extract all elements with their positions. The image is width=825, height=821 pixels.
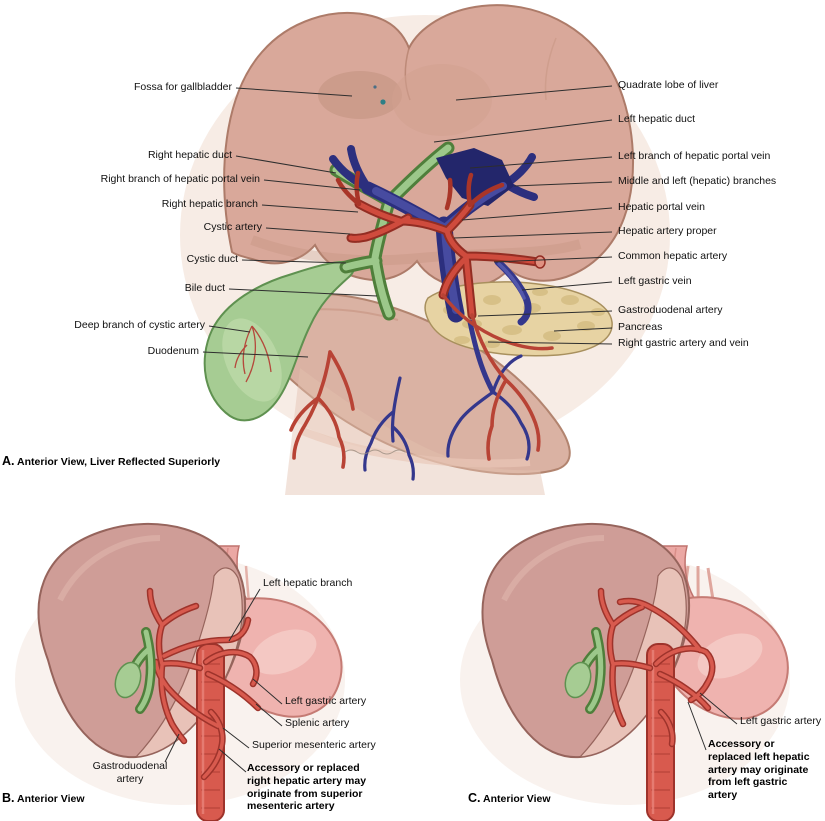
label-bile-duct: Bile duct: [184, 282, 225, 294]
label-gastroduodenal-artery-b: Gastroduodenal artery: [92, 760, 168, 785]
note-accessory-left-hepatic: Accessory or replaced left hepatic arter…: [708, 738, 810, 802]
hepatic-arteries-art: [289, 170, 554, 469]
label-left-hepatic-duct: Left hepatic duct: [618, 113, 696, 125]
panel-c-art: [460, 522, 790, 821]
caption-c-letter: C.: [468, 791, 481, 805]
caption-b: B. Anterior View: [2, 791, 85, 805]
artist-signature: [344, 449, 406, 455]
left-gastric-vein-art: [494, 258, 532, 326]
label-right-gastric-artery-and-vein: Right gastric artery and vein: [618, 337, 749, 349]
label-left-gastric-artery-c: Left gastric artery: [740, 715, 822, 727]
quadrate-lobe-region: [392, 64, 492, 136]
label-cystic-artery: Cystic artery: [203, 221, 262, 233]
label-hepatic-portal-vein: Hepatic portal vein: [618, 201, 705, 213]
caption-a-text: Anterior View, Liver Reflected Superiorl…: [17, 456, 221, 468]
label-pancreas: Pancreas: [618, 321, 663, 333]
label-left-branch-hepatic-portal-vein: Left branch of hepatic portal vein: [618, 150, 771, 162]
bile-ducts-b: [114, 632, 151, 709]
label-deep-branch-of-cystic-artery: Deep branch of cystic artery: [74, 319, 205, 331]
caption-a: A. Anterior View, Liver Reflected Superi…: [2, 454, 220, 468]
label-middle-and-left-hepatic-branches: Middle and left (hepatic) branches: [618, 175, 777, 187]
gallbladder-art: [203, 260, 355, 422]
liver-b: [37, 522, 246, 759]
right-gastric-vein-art: [363, 319, 531, 481]
caption-b-letter: B.: [2, 791, 15, 805]
bile-ducts-c: [564, 632, 601, 709]
label-hepatic-artery-proper: Hepatic artery proper: [618, 225, 717, 237]
label-superior-mesenteric-artery: Superior mesenteric artery: [252, 739, 376, 751]
leader-lines: [164, 85, 738, 773]
liver-reflected: [223, 4, 635, 289]
caption-a-letter: A.: [2, 454, 15, 468]
caption-b-text: Anterior View: [17, 793, 85, 805]
label-left-hepatic-branch: Left hepatic branch: [263, 577, 353, 589]
label-left-gastric-artery-b: Left gastric artery: [285, 695, 367, 707]
label-quadrate-lobe-of-liver: Quadrate lobe of liver: [618, 79, 719, 91]
caption-c-text: Anterior View: [483, 793, 551, 805]
fossa-for-gallbladder-region: [318, 71, 402, 119]
label-fossa-for-gallbladder: Fossa for gallbladder: [133, 81, 232, 93]
panel-a-art: [180, 4, 670, 495]
label-duodenum: Duodenum: [147, 345, 199, 357]
caption-c: C. Anterior View: [468, 791, 551, 805]
label-right-branch-hepatic-portal-vein: Right branch of hepatic portal vein: [100, 173, 260, 185]
label-right-hepatic-branch: Right hepatic branch: [161, 198, 258, 210]
label-common-hepatic-artery: Common hepatic artery: [618, 250, 728, 262]
label-splenic-artery: Splenic artery: [285, 717, 350, 729]
label-left-gastric-vein: Left gastric vein: [618, 275, 692, 287]
label-right-hepatic-duct: Right hepatic duct: [147, 149, 232, 161]
panel-b-art: [15, 522, 345, 821]
note-accessory-right-hepatic: Accessory or replaced right hepatic arte…: [247, 762, 367, 813]
label-gastroduodenal-artery: Gastroduodenal artery: [618, 304, 723, 316]
label-cystic-duct: Cystic duct: [186, 253, 238, 265]
